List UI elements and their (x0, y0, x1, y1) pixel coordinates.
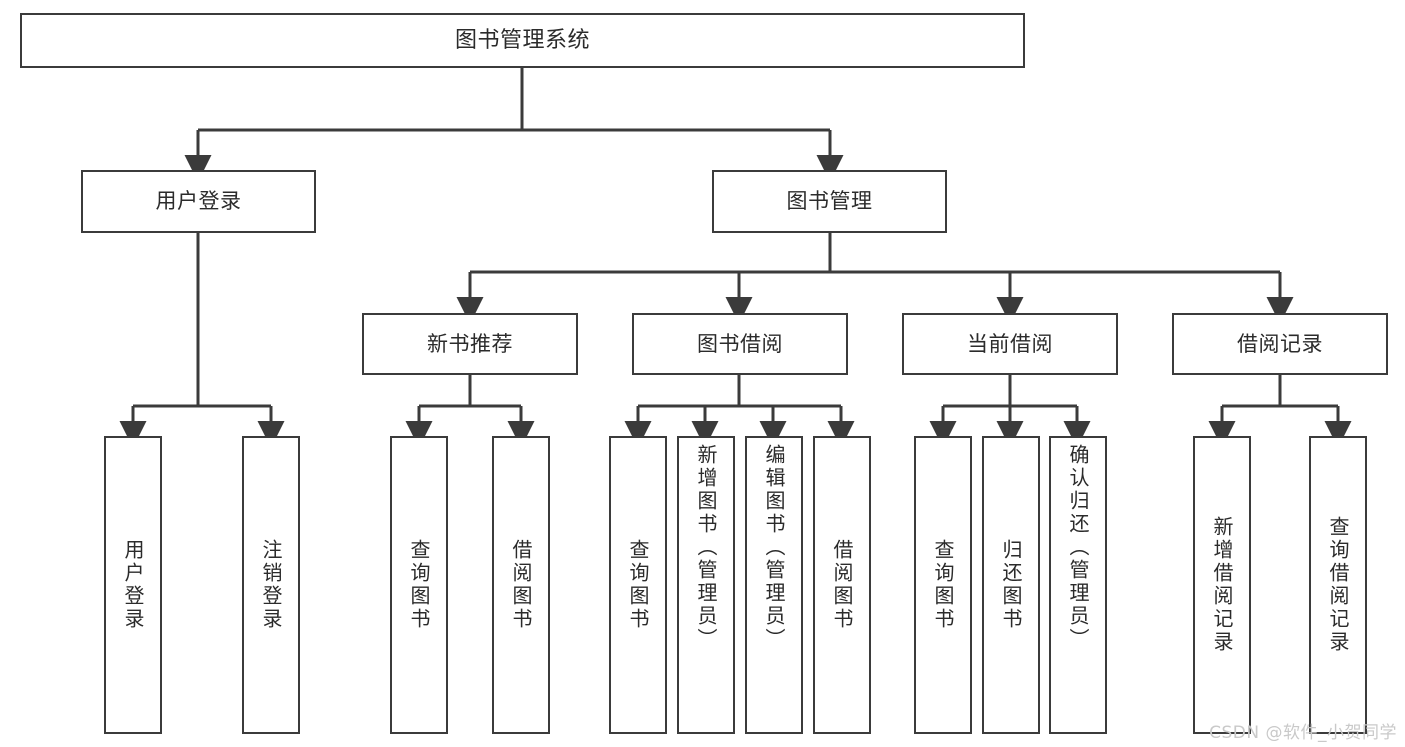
leaf-book-borrow-edit-book-admin[interactable]: 编辑图书（管理员） (745, 436, 803, 734)
node-label: 新书推荐 (427, 331, 513, 356)
leaf-user-login-login[interactable]: 用户登录 (104, 436, 162, 734)
node-label: 确认归还（管理员） (1066, 444, 1090, 651)
leaf-book-borrow-borrow-book[interactable]: 借阅图书 (813, 436, 871, 734)
node-book-management[interactable]: 图书管理 (712, 170, 947, 233)
node-label: 查询借阅记录 (1326, 516, 1350, 654)
node-label: 图书管理系统 (454, 27, 590, 53)
node-label: 当前借阅 (967, 331, 1053, 356)
leaf-current-borrow-return-book[interactable]: 归还图书 (982, 436, 1040, 734)
node-label: 编辑图书（管理员） (762, 444, 786, 651)
node-label: 用户登录 (155, 189, 242, 214)
node-label: 查询图书 (407, 539, 431, 631)
node-label: 新增借阅记录 (1210, 516, 1234, 654)
node-label: 借阅记录 (1237, 331, 1323, 356)
leaf-borrow-records-query-record[interactable]: 查询借阅记录 (1309, 436, 1367, 734)
node-root-system[interactable]: 图书管理系统 (20, 13, 1025, 68)
node-label: 用户登录 (121, 539, 145, 631)
leaf-borrow-records-add-record[interactable]: 新增借阅记录 (1193, 436, 1251, 734)
node-new-book-recommend[interactable]: 新书推荐 (362, 313, 578, 375)
leaf-book-borrow-add-book-admin[interactable]: 新增图书（管理员） (677, 436, 735, 734)
leaf-current-borrow-query-book[interactable]: 查询图书 (914, 436, 972, 734)
node-borrow-records[interactable]: 借阅记录 (1172, 313, 1388, 375)
node-label: 查询图书 (931, 539, 955, 631)
node-label: 归还图书 (999, 539, 1023, 631)
node-label: 查询图书 (626, 539, 650, 631)
node-label: 图书管理 (786, 189, 873, 214)
leaf-current-borrow-confirm-return-admin[interactable]: 确认归还（管理员） (1049, 436, 1107, 734)
node-user-login[interactable]: 用户登录 (81, 170, 316, 233)
node-book-borrow[interactable]: 图书借阅 (632, 313, 848, 375)
node-label: 借阅图书 (830, 539, 854, 631)
node-label: 图书借阅 (697, 331, 783, 356)
leaf-book-borrow-query-book[interactable]: 查询图书 (609, 436, 667, 734)
node-label: 借阅图书 (509, 539, 533, 631)
watermark-text: CSDN @软件_小贺同学 (1209, 723, 1397, 743)
node-current-borrow[interactable]: 当前借阅 (902, 313, 1118, 375)
node-label: 注销登录 (259, 539, 283, 631)
leaf-user-login-logout[interactable]: 注销登录 (242, 436, 300, 734)
leaf-new-book-query-book[interactable]: 查询图书 (390, 436, 448, 734)
leaf-new-book-borrow-book[interactable]: 借阅图书 (492, 436, 550, 734)
node-label: 新增图书（管理员） (694, 444, 718, 651)
